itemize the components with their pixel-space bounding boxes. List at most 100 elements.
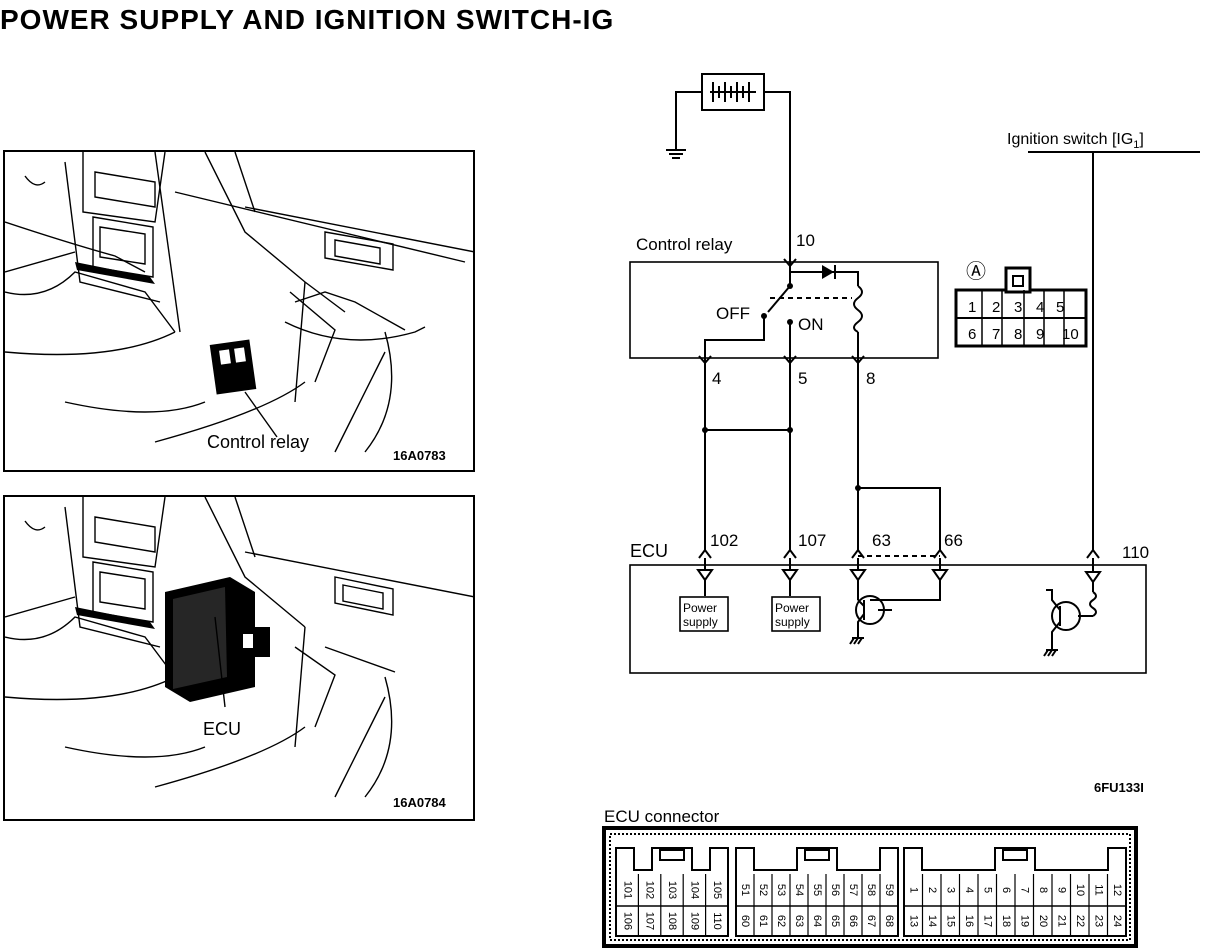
ecu-connector-pin: 24 bbox=[1111, 915, 1123, 927]
ecu-connector-pin: 109 bbox=[688, 912, 700, 930]
ecu-connector-pin: 9 bbox=[1055, 887, 1067, 893]
pin-107-label: 107 bbox=[798, 531, 826, 550]
power-supply-107-line1: Power bbox=[775, 601, 809, 615]
connector-a-mark: Ⓐ bbox=[966, 260, 986, 283]
ecu-connector-pin: 60 bbox=[739, 915, 751, 927]
ecu-connector-pin: 64 bbox=[811, 915, 823, 927]
ecu-label: ECU bbox=[630, 541, 668, 561]
pin-4-label: 4 bbox=[712, 369, 721, 388]
ecu-connector-pin: 103 bbox=[666, 881, 678, 899]
ecu-connector-pin: 1 bbox=[907, 887, 919, 893]
power-supply-box-107 bbox=[771, 596, 821, 632]
dashboard-line-drawing bbox=[5, 152, 473, 453]
figure-code-16A0783: 16A0783 bbox=[393, 448, 446, 463]
ecu-connector-pin: 53 bbox=[775, 884, 787, 896]
pin-66-label: 66 bbox=[944, 531, 963, 550]
ecu-connector-pin: 3 bbox=[944, 887, 956, 893]
ecu-connector-pin: 23 bbox=[1092, 915, 1104, 927]
off-label: OFF bbox=[716, 304, 750, 323]
pin-102-label: 102 bbox=[710, 531, 738, 550]
ecu-connector-pin: 10 bbox=[1074, 884, 1086, 896]
ecu-location-illustration: ECU 16A0784 bbox=[3, 495, 475, 821]
connector-a-pin: 10 bbox=[1062, 326, 1079, 343]
ecu-connector-group-2: 51 52 53 54 55 56 57 58 59 60 61 62 63 64 65 66 67 68 bbox=[735, 847, 899, 937]
ecu-connector-pin: 68 bbox=[883, 915, 895, 927]
ecu-connector-pin: 8 bbox=[1037, 887, 1049, 893]
ecu-connector-pin: 102 bbox=[644, 881, 656, 899]
ecu-connector-pin: 67 bbox=[865, 915, 877, 927]
ecu-connector-pin: 104 bbox=[688, 881, 700, 899]
wiring-schematic: Ignition switch [IG1] Control relay 10 O… bbox=[629, 73, 1200, 795]
ecu-connector-pin: 101 bbox=[621, 881, 633, 899]
connector-a-pin: 4 bbox=[1036, 299, 1044, 316]
ecu-connector-pin: 17 bbox=[981, 915, 993, 927]
ecu-connector-pin: 62 bbox=[775, 915, 787, 927]
connector-a-pin: 9 bbox=[1036, 326, 1044, 343]
ecu-connector-pin: 15 bbox=[944, 915, 956, 927]
ecu-connector-pin: 55 bbox=[811, 884, 823, 896]
ecu-connector-pin: 106 bbox=[621, 912, 633, 930]
pin-5-label: 5 bbox=[798, 369, 807, 388]
ecu-connector-pin: 22 bbox=[1074, 915, 1086, 927]
dashboard-line-drawing-2 bbox=[5, 497, 473, 798]
pin-8-label: 8 bbox=[866, 369, 875, 388]
control-relay-callout: Control relay bbox=[207, 432, 310, 452]
ignition-switch-label: Ignition switch [IG1] bbox=[1007, 131, 1144, 151]
control-relay-label: Control relay bbox=[636, 235, 733, 254]
power-supply-box-102 bbox=[679, 596, 729, 632]
ecu-connector-pin: 51 bbox=[739, 884, 751, 896]
control-relay-box bbox=[629, 261, 939, 359]
ecu-callout: ECU bbox=[203, 719, 242, 739]
ecu-connector-pin: 110 bbox=[711, 912, 723, 930]
page-title: POWER SUPPLY AND IGNITION SWITCH-IG bbox=[0, 4, 615, 35]
ecu-connector-pin: 12 bbox=[1111, 884, 1123, 896]
diode-symbol bbox=[822, 265, 836, 279]
ecu-connector-pin: 21 bbox=[1055, 915, 1067, 927]
connector-a-pin: 7 bbox=[992, 326, 1000, 343]
ecu-connector-pin: 105 bbox=[711, 881, 723, 899]
ecu-connector-pin: 7 bbox=[1018, 887, 1030, 893]
connector-a-pin: 5 bbox=[1056, 299, 1064, 316]
ecu-connector-pin: 54 bbox=[793, 884, 805, 896]
ecu-connector-pin: 14 bbox=[926, 915, 938, 927]
ecu-connector-pin: 57 bbox=[847, 884, 859, 896]
ecu-connector-label: ECU connector bbox=[604, 807, 720, 826]
connector-a-pin: 3 bbox=[1014, 299, 1022, 316]
ecu-connector-pin: 66 bbox=[847, 915, 859, 927]
connector-a-pin: 6 bbox=[968, 326, 976, 343]
connector-a-pin: 2 bbox=[992, 299, 1000, 316]
power-supply-107-line2: supply bbox=[775, 615, 810, 629]
ecu-connector-pin: 63 bbox=[793, 915, 805, 927]
ecu-connector-pin: 65 bbox=[829, 915, 841, 927]
ecu-connector-pin: 59 bbox=[883, 884, 895, 896]
pin-110-label: 110 bbox=[1122, 543, 1149, 562]
ecu-connector-pin: 6 bbox=[1000, 887, 1012, 893]
ecu-connector-pin: 58 bbox=[865, 884, 877, 896]
ecu-connector-pin: 20 bbox=[1037, 915, 1049, 927]
figure-code-16A0784: 16A0784 bbox=[393, 795, 446, 810]
ecu-connector-pin: 11 bbox=[1092, 884, 1104, 895]
power-supply-102-line1: Power bbox=[683, 601, 717, 615]
ecu-connector-pin: 16 bbox=[963, 915, 975, 927]
ecu-connector-pin: 56 bbox=[829, 884, 841, 896]
connector-a-pin: 1 bbox=[968, 299, 976, 316]
pin-63-label: 63 bbox=[872, 531, 891, 550]
power-supply-102-line2: supply bbox=[683, 615, 718, 629]
ecu-connector-pin: 19 bbox=[1018, 915, 1030, 927]
ecu-box bbox=[629, 564, 1147, 674]
ecu-connector-group-1: 101 102 103 104 105 106 107 108 109 110 bbox=[615, 847, 729, 937]
ecu-connector-pin: 61 bbox=[757, 915, 769, 927]
ecu-connector-pin: 107 bbox=[644, 912, 656, 930]
ecu-connector-pin: 18 bbox=[1000, 915, 1012, 927]
ecu-connector-pin: 4 bbox=[963, 887, 975, 893]
ecu-connector-pin: 52 bbox=[757, 884, 769, 896]
ecu-connector-pin: 13 bbox=[907, 915, 919, 927]
figure-code-6FU133I: 6FU133I bbox=[1094, 780, 1144, 795]
ecu-connector-pin: 5 bbox=[981, 887, 993, 893]
control-relay-location-illustration: Control relay 16A0783 bbox=[3, 150, 475, 472]
ecu-connector-pin: 108 bbox=[666, 912, 678, 930]
on-label: ON bbox=[798, 315, 824, 334]
